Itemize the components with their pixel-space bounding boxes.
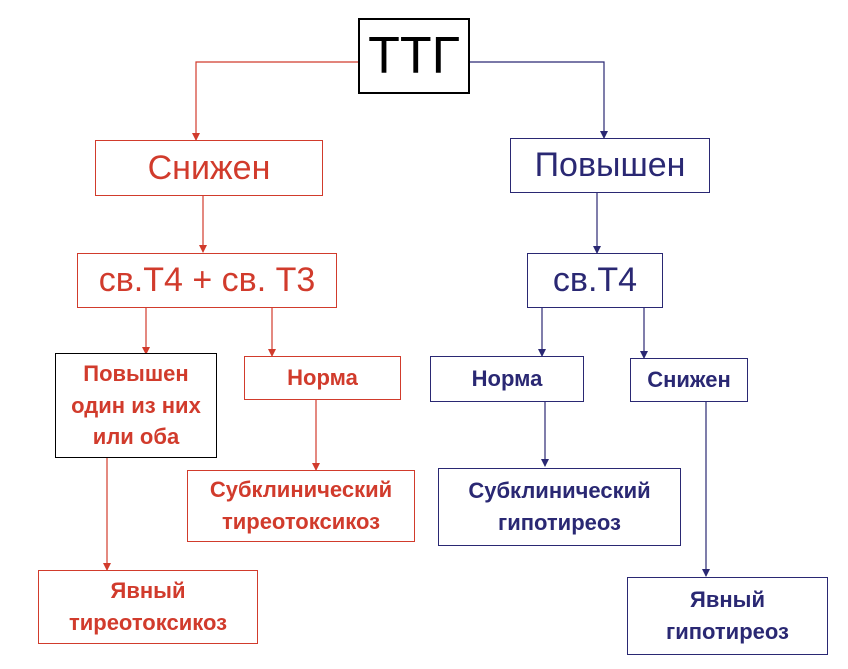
overt-hypothyroidism-line-2: гипотиреоз <box>666 619 789 644</box>
overt-thyrotoxicosis-line-1: Явный <box>110 578 186 604</box>
decreased-node: Снижен <box>95 140 323 196</box>
decreased-label: Снижен <box>147 148 271 187</box>
subclinical-hypothyroidism-line-1: Субклинический <box>468 478 651 504</box>
increased-node: Повышен <box>510 138 710 193</box>
overt-hypothyroidism-line-1: Явный <box>690 587 765 613</box>
free-t4-t3-label: св.Т4 + св. Т3 <box>98 261 316 299</box>
right-normal-node: Норма <box>430 356 584 402</box>
raised-line-3: или оба <box>92 424 180 450</box>
connector-root-to-decreased <box>192 61 358 141</box>
free-t4-t3-node: св.Т4 + св. Т3 <box>77 253 337 308</box>
overt-hypothyroidism-node: Явный гипотиреоз <box>627 577 828 655</box>
increased-label: Повышен <box>534 146 686 184</box>
raised-line-1: Повышен <box>83 360 189 386</box>
subclinical-hypothyroidism-line-2: гипотиреоз <box>498 510 621 535</box>
subclinical-thyrotoxicosis-line-1: Субклинический <box>209 477 393 503</box>
right-decreased-node: Снижен <box>630 358 748 402</box>
root-node-tsh: ТТГ <box>358 18 470 94</box>
free-t4-label: св.Т4 <box>552 261 638 299</box>
overt-thyrotoxicosis-line-2: тиреотоксикоз <box>68 610 228 635</box>
subclinical-thyrotoxicosis-line-2: тиреотоксикоз <box>221 509 381 534</box>
right-decreased-label: Снижен <box>647 367 731 393</box>
left-normal-label: Норма <box>287 365 358 391</box>
left-normal-node: Норма <box>244 356 401 400</box>
root-label: ТТГ <box>368 27 460 85</box>
right-normal-label: Норма <box>471 366 543 392</box>
raised-line-2: один из них <box>71 392 201 418</box>
subclinical-hypothyroidism-node: Субклинический гипотиреоз <box>438 468 681 546</box>
free-t4-node: св.Т4 <box>527 253 663 308</box>
overt-thyrotoxicosis-node: Явный тиреотоксикоз <box>38 570 258 644</box>
subclinical-thyrotoxicosis-node: Субклинический тиреотоксикоз <box>187 470 415 542</box>
connector-root-to-increased <box>470 61 608 139</box>
raised-one-or-both-node: Повышен один из них или оба <box>55 353 217 458</box>
